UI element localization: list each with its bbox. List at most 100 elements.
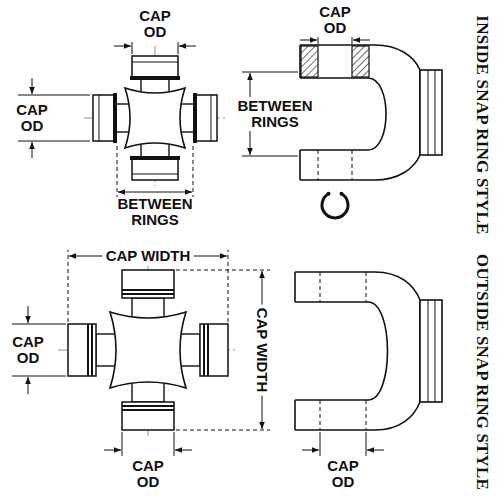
yoke-outline [300, 45, 442, 180]
dimension-line [174, 432, 175, 456]
dimension-line [367, 450, 384, 451]
yoke-outline [295, 302, 388, 400]
dimension-label: BETWEEN RINGS [231, 97, 319, 131]
hidden-bore [366, 400, 367, 430]
cap-line [211, 95, 212, 141]
hidden-bore [352, 150, 353, 180]
cap-line [132, 174, 178, 175]
cap-groove [207, 324, 209, 376]
cross-body [125, 88, 185, 148]
cross-trunnion [115, 78, 195, 158]
cap-line [99, 95, 100, 141]
dimension-line [179, 46, 196, 47]
dimension-line [318, 37, 319, 44]
yoke-hub-line [435, 300, 436, 402]
dimension-line [175, 450, 192, 451]
dimension-line [28, 306, 29, 323]
bearing-cap [93, 56, 217, 180]
cap-line [99, 62, 211, 174]
cross-trunnion [179, 104, 195, 132]
snap-ring [340, 192, 344, 196]
dimension-label: CAP OD [10, 102, 54, 134]
dimension-line [228, 250, 229, 322]
dimension-line [12, 324, 66, 325]
bearing-cap [68, 324, 96, 376]
center-line [58, 266, 238, 436]
section-hatch [301, 46, 318, 77]
yoke-hub-line [428, 70, 435, 155]
cap-groove [88, 290, 208, 410]
cap-groove [91, 324, 93, 376]
cross-trunnion [115, 104, 131, 132]
snap-ring [113, 76, 197, 160]
bearing-cap [122, 402, 174, 430]
cap-groove [203, 324, 205, 376]
dimension-line [302, 432, 384, 456]
yoke-hub-line [428, 300, 429, 402]
section-hatch [352, 46, 369, 77]
style-title: INSIDE SNAP RING STYLE [473, 15, 491, 234]
style-title: OUTSIDE SNAP RING STYLE [473, 254, 491, 490]
dimension-line [28, 377, 29, 394]
center-line [84, 46, 226, 186]
yoke-outline [294, 400, 296, 430]
dimension-line [12, 250, 270, 456]
snap-ring [130, 76, 180, 80]
dimension-line [104, 450, 121, 451]
hidden-bore [320, 272, 366, 430]
dimension-line [18, 42, 196, 197]
cap-groove [122, 409, 174, 411]
bearing-cap [93, 95, 115, 141]
dimension-line [117, 146, 118, 197]
dimension-line [242, 156, 298, 157]
yoke-hub-line [435, 70, 436, 155]
dimension-label: CAP WIDTH [103, 247, 194, 265]
dimension-label: CAP WIDTH [253, 305, 271, 396]
dimension-line [366, 432, 367, 456]
snap-ring [327, 192, 331, 196]
dimension-line [114, 46, 131, 47]
yoke-hub-line [428, 70, 429, 155]
snap-ring [322, 194, 348, 218]
dimension-line [32, 78, 33, 94]
dimension-label: CAP OD [126, 458, 170, 490]
bearing-cap [200, 324, 228, 376]
hidden-bore [366, 272, 367, 302]
yoke-outline [420, 70, 442, 155]
dimension-line [132, 42, 133, 54]
section-hatch [301, 46, 369, 77]
bearing-cap [132, 56, 178, 78]
bearing-cap [68, 270, 228, 430]
dimension-line [193, 146, 194, 197]
dimension-label: CAP OD [321, 458, 365, 490]
dimension-line [68, 250, 69, 322]
hidden-bore [318, 150, 352, 180]
dimension-line [302, 450, 319, 451]
cap-groove [122, 289, 174, 291]
cross-body [110, 312, 186, 388]
dimension-line [118, 192, 192, 193]
dimension-line [176, 270, 270, 271]
yoke-outline [299, 150, 301, 180]
dimension-label: CAP OD [313, 4, 357, 36]
cross-trunnion [96, 298, 200, 402]
dimension-line [353, 40, 370, 41]
snap-ring [193, 93, 197, 143]
dimension-label: CAP OD [133, 8, 177, 40]
dimension-line [18, 95, 90, 96]
dimension-label: BETWEEN RINGS [114, 196, 196, 228]
yoke-hub-line [428, 300, 435, 402]
yoke-outline [420, 300, 442, 402]
snap-ring [130, 156, 180, 160]
dimension-line [178, 42, 179, 54]
snap-ring [113, 93, 117, 143]
hidden-bore [318, 150, 319, 180]
snap-ring [327, 192, 344, 196]
bearing-cap [195, 95, 217, 141]
cap-groove [87, 324, 89, 376]
dimension-line [32, 142, 33, 158]
dimension-line [12, 376, 66, 377]
dimension-line [122, 432, 123, 456]
